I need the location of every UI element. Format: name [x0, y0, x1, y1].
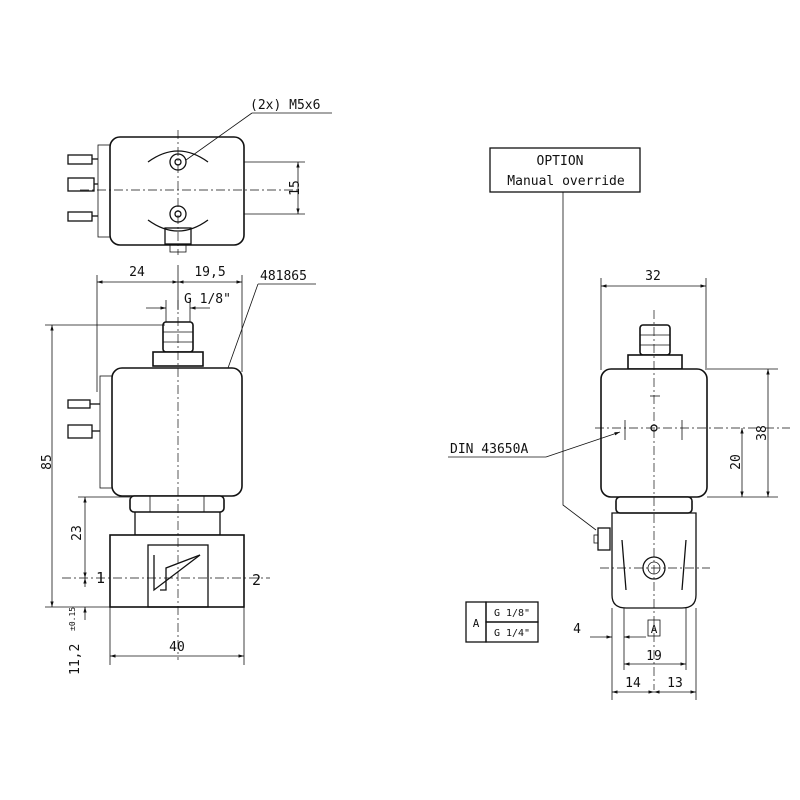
label-thread: G 1/8" — [184, 292, 231, 307]
thread-table-key: A — [473, 617, 480, 630]
option-callout — [489, 147, 641, 193]
option-title: OPTION — [537, 154, 584, 169]
label-screws: (2x) M5x6 — [250, 98, 320, 113]
dim-24: 24 — [129, 265, 145, 280]
thread-table: A G 1/8" G 1/4" — [465, 601, 539, 643]
dim-23: 23 — [70, 525, 85, 541]
dim-13: 13 — [667, 676, 683, 691]
thread-table-row-1: G 1/8" — [494, 608, 530, 619]
dim-19-5: 19,5 — [194, 265, 225, 280]
dim-32: 32 — [645, 269, 661, 284]
port-2: 2 — [252, 571, 261, 589]
dim-15: 15 — [288, 180, 303, 196]
dim-20: 20 — [729, 454, 744, 470]
dim-4: 4 — [573, 622, 581, 637]
dim-40: 40 — [169, 640, 185, 655]
front-view: 24 19,5 481865 G 1/8" — [40, 265, 316, 675]
side-view: OPTION Manual override 32 DIN 43650A 38 … — [448, 147, 790, 700]
top-view: 15 (2x) M5x6 — [67, 98, 332, 255]
thread-table-row-2: G 1/4" — [494, 628, 530, 639]
label-connector: DIN 43650A — [450, 442, 528, 457]
dim-85: 85 — [40, 454, 55, 470]
dim-11-2-tol: ±0.15 — [68, 607, 77, 631]
port-1: 1 — [96, 569, 105, 587]
dim-19: 19 — [646, 649, 662, 664]
label-part-number: 481865 — [260, 269, 307, 284]
dim-11-2: 11,2 — [68, 644, 83, 675]
dim-14: 14 — [625, 676, 641, 691]
option-subtitle: Manual override — [507, 174, 625, 189]
view-mark-a: A — [651, 623, 658, 636]
dim-38: 38 — [755, 425, 770, 441]
